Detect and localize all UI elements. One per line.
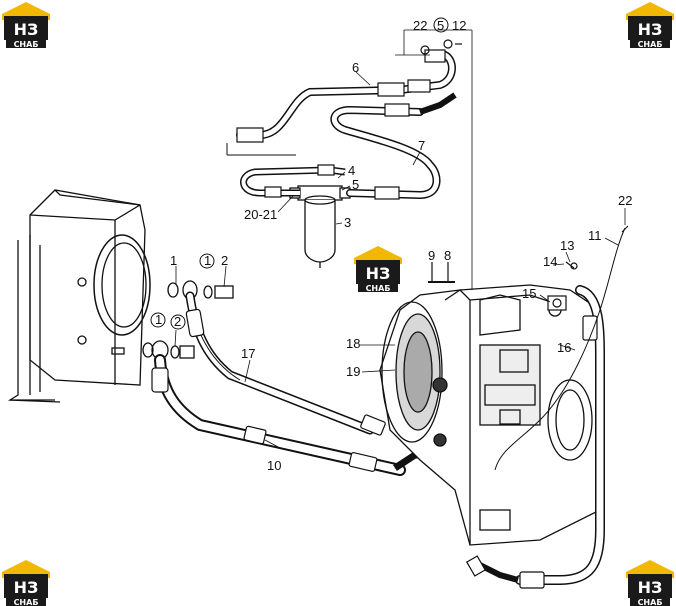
callout-5-circle (433, 17, 449, 33)
svg-text:НЗ: НЗ (638, 578, 663, 597)
svg-text:НЗ: НЗ (14, 578, 39, 597)
svg-text:СНАБ: СНАБ (638, 40, 663, 49)
logo-top-right: НЗ СНАБ (626, 2, 674, 49)
callout-17: 17 (241, 346, 255, 361)
transmission-housing (379, 284, 601, 546)
callout-5-top: 5 (437, 18, 444, 33)
callout-washer-2b: 2 (174, 314, 181, 329)
svg-text:СНАБ: СНАБ (366, 284, 391, 293)
callout-washer-circle-2 (150, 312, 166, 328)
callout-14: 14 (543, 254, 557, 269)
logo-bottom-left: НЗ СНАБ (2, 560, 50, 606)
callout-3: 3 (344, 215, 351, 230)
callout-18: 18 (346, 336, 360, 351)
svg-text:НЗ: НЗ (366, 264, 391, 283)
hose-10 (151, 354, 425, 476)
callout-washer-circle-3 (170, 314, 186, 330)
callout-20-21: 20-21 (244, 207, 277, 222)
callout-7: 7 (418, 138, 425, 153)
svg-text:НЗ: НЗ (14, 20, 39, 39)
callout-16: 16 (557, 340, 571, 355)
svg-text:СНАБ: СНАБ (638, 598, 663, 606)
callout-10: 10 (267, 458, 281, 473)
wire-11 (494, 225, 629, 471)
callout-5: 5 (352, 177, 359, 192)
leader-lines (174, 29, 626, 449)
callout-13: 13 (560, 238, 574, 253)
callout-9: 9 (428, 248, 435, 263)
callout-washer-1b: 1 (155, 312, 162, 327)
callout-2: 2 (221, 253, 228, 268)
callout-22-right: 22 (618, 193, 632, 208)
hose-6 (226, 49, 456, 156)
callout-19: 19 (346, 364, 360, 379)
tube-4 (240, 164, 346, 198)
logo-center: НЗ СНАБ (354, 246, 402, 293)
callout-1: 1 (170, 253, 177, 268)
callout-11: 11 (588, 228, 602, 243)
callout-15: 15 (522, 286, 536, 301)
svg-text:НЗ: НЗ (638, 20, 663, 39)
callout-22-top: 22 (413, 18, 427, 33)
callout-6: 6 (352, 60, 359, 75)
logo-bottom-right: НЗ СНАБ (626, 560, 674, 606)
callout-8: 8 (444, 248, 451, 263)
callout-washer-1a: 1 (204, 253, 211, 268)
callout-labels: 22 5 12 6 7 4 5 20-21 3 22 11 13 14 9 8 … (150, 17, 632, 473)
svg-text:СНАБ: СНАБ (14, 40, 39, 49)
callout-12: 12 (452, 18, 466, 33)
hose-7 (330, 92, 457, 200)
svg-text:СНАБ: СНАБ (14, 598, 39, 606)
oil-cooler (7, 189, 151, 403)
filter-assembly (289, 185, 351, 268)
callout-washer-circle-1 (199, 253, 215, 269)
logo-top-left: НЗ СНАБ (2, 2, 50, 49)
hose-17 (185, 291, 386, 436)
small-bolts (420, 39, 578, 311)
callout-4: 4 (348, 163, 355, 178)
hose-16 (465, 285, 605, 589)
